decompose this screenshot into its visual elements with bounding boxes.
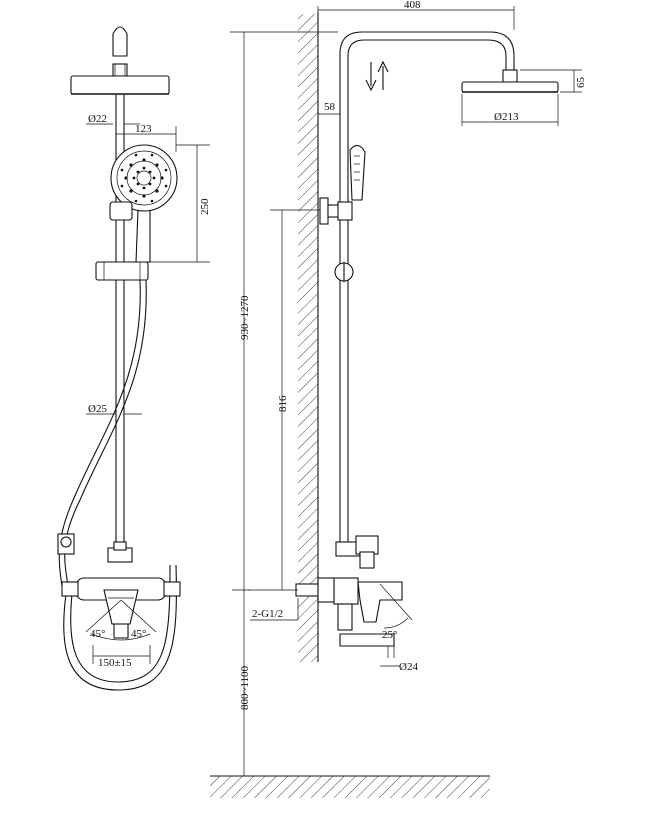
dim-head-pipe-diameter: Ø22 bbox=[88, 113, 107, 125]
side-slide-holder bbox=[334, 262, 354, 282]
front-overhead-shower-head bbox=[70, 26, 170, 95]
side-shower-arm bbox=[339, 31, 515, 206]
front-diverter bbox=[107, 541, 133, 563]
dim-handheld-width: 123 bbox=[135, 123, 152, 135]
side-mixer-body bbox=[295, 535, 403, 658]
side-wall-bracket bbox=[319, 197, 353, 225]
front-hose bbox=[58, 279, 177, 691]
front-view: Ø22 bbox=[57, 26, 211, 691]
wall-hatching bbox=[298, 14, 318, 662]
side-rail bbox=[339, 206, 349, 552]
dim-angle-left: 45° bbox=[90, 628, 105, 640]
dim-head-height: 65 bbox=[575, 77, 587, 89]
front-hose-connector bbox=[57, 533, 75, 555]
dim-rail-height: 816 bbox=[277, 395, 289, 412]
dim-inlet-thread: 2-G1/2 bbox=[252, 608, 283, 620]
dim-spout-diameter: Ø24 bbox=[399, 661, 418, 673]
water-flow-arrows-icon bbox=[365, 60, 389, 92]
dim-mount-height: 800~1100 bbox=[239, 665, 251, 710]
dim-angle-right: 45° bbox=[131, 628, 146, 640]
floor-hatching bbox=[210, 776, 490, 798]
side-view: 408 65 Ø213 58 bbox=[210, 0, 587, 798]
dim-rail-diameter: Ø25 bbox=[88, 403, 107, 415]
dim-inlet-spacing: 150±15 bbox=[98, 657, 132, 669]
side-overhead-shower-head bbox=[461, 69, 559, 93]
side-handheld-shower bbox=[349, 144, 366, 201]
dim-arm-offset: 58 bbox=[324, 101, 336, 113]
dim-handheld-height: 250 bbox=[199, 198, 211, 215]
front-mixer-body bbox=[61, 577, 181, 641]
dim-total-height: 930~1270 bbox=[239, 295, 251, 340]
dim-head-diameter: Ø213 bbox=[494, 111, 519, 123]
dim-arm-length: 408 bbox=[404, 0, 421, 11]
dim-spout-angle: 25° bbox=[382, 629, 397, 641]
front-handheld-shower bbox=[95, 144, 178, 281]
